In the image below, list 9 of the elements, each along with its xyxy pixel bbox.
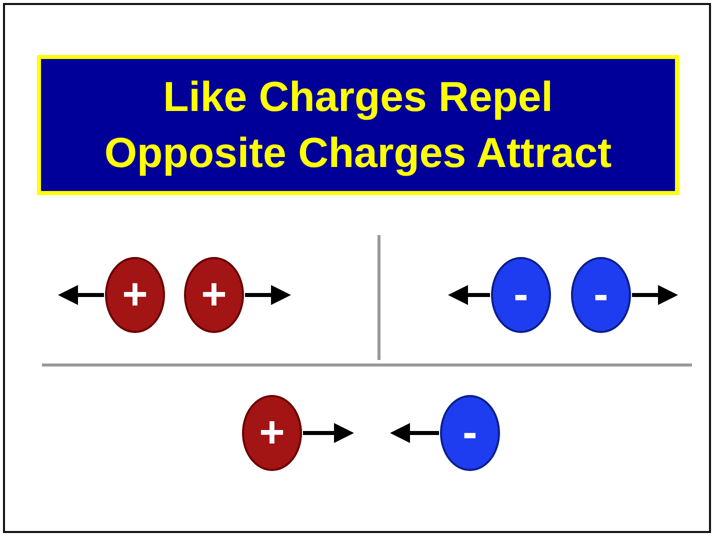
positive-charge: + [242,395,302,471]
negative-charge: - [440,395,500,471]
heading-text: Opposite Charges Attract [104,128,612,178]
positive-charge: + [184,257,244,333]
heading-text: Like Charges Repel [163,72,553,122]
negative-charge: - [491,257,551,333]
positive-charge: + [105,257,165,333]
negative-charge: - [571,257,631,333]
title-banner [37,55,679,195]
